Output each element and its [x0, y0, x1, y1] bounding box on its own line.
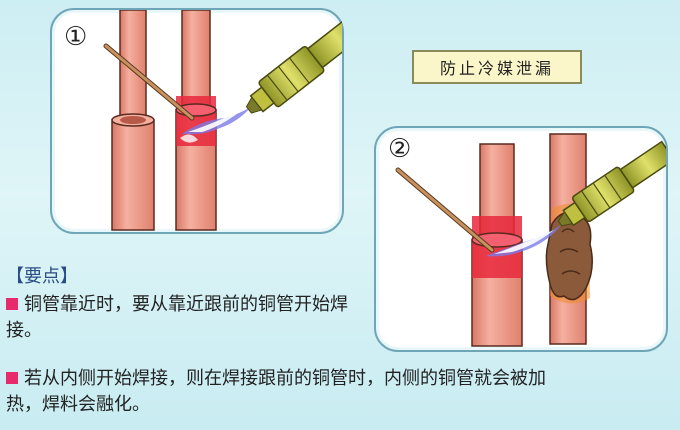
right-pipe	[181, 10, 211, 111]
step-2-marker: ②	[388, 134, 412, 164]
torch-flame	[182, 106, 252, 135]
left-pipe-coupling	[111, 119, 155, 231]
step-2-panel: ②	[374, 126, 668, 352]
torch-flame	[486, 224, 562, 257]
bullet-square-icon	[6, 372, 18, 384]
key-point-2-text: 若从内侧开始焊接，则在焊接跟前的铜管时，内侧的铜管就会被加热，焊料会融化。	[6, 368, 546, 415]
welding-torch	[557, 140, 666, 227]
key-point-1-text: 铜管靠近时，要从靠近跟前的铜管开始焊接。	[6, 294, 348, 341]
bullet-square-icon	[6, 298, 18, 310]
key-point-1: 铜管靠近时，要从靠近跟前的铜管开始焊接。	[6, 292, 368, 344]
step-1-panel: ①	[50, 8, 344, 234]
key-points-heading: 【要点】	[6, 266, 78, 287]
step-1-illustration	[103, 10, 342, 231]
prevent-refrigerant-leak-label: 防止冷媒泄漏	[412, 50, 582, 84]
key-point-2: 若从内侧开始焊接，则在焊接跟前的铜管时，内侧的铜管就会被加热，焊料会融化。	[6, 366, 576, 418]
step-2-illustration	[395, 133, 666, 347]
step-1-marker: ①	[64, 22, 88, 52]
welding-torch	[245, 10, 342, 114]
melted-solder	[545, 211, 593, 301]
